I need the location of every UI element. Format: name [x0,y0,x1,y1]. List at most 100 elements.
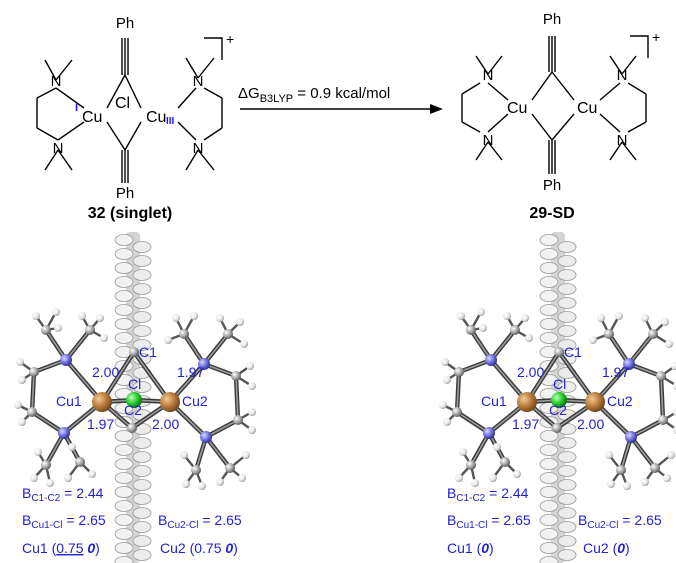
phenyl-ring-atom [132,269,152,281]
atom-a2 [27,407,37,417]
hydrogen-atom [479,324,487,332]
phenyl-ring-atom [132,283,152,295]
atom-a1 [29,367,39,377]
hydrogen-atom [441,358,449,366]
structure-29sd-labels: C1 C2 Cu1 Cu2 Cl 2.00 1.97 1.97 2.00 BC1… [447,344,662,556]
hydrogen-atom [248,382,256,390]
hydrogen-atom [18,376,26,384]
product-label: 29-SD [529,205,574,222]
hydrogen-atom [198,482,206,490]
hydrogen-atom [443,418,451,426]
hydrogen-atom [34,448,42,456]
phenyl-ring-atom [132,297,152,309]
spin-cu1-b: Cu1 (0) [447,540,494,556]
atom-cu1 [92,392,112,412]
atom-label-c1-b: C1 [564,344,582,360]
reactant-cu-left: Cu [82,109,102,126]
phenyl-ring-atom [114,276,134,288]
phenyl-ring-atom [557,479,577,491]
hydrogen-atom [18,418,26,426]
hydrogen-atom [88,470,96,478]
product-n4: N [617,132,628,149]
atom-a6 [500,457,510,467]
phenyl-ring-atom [114,500,134,512]
phenyl-ring-atom [132,381,152,393]
hydrogen-atom [641,314,649,322]
atom-n1 [60,354,72,366]
phenyl-ring-atom [132,255,152,267]
hydrogen-atom [503,312,511,320]
phenyl-ring-atom [539,276,559,288]
bond-highlight [456,371,460,413]
hydrogen-atom [471,479,479,487]
hydrogen-atom [180,451,188,459]
phenyl-ring-atom [557,339,577,351]
hydrogen-atom [673,408,676,416]
bond-highlight [608,333,630,365]
phenyl-ring-atom [557,493,577,505]
reactant-cu-right: Cu [146,109,166,126]
atom-n2 [483,427,495,439]
hydrogen-atom [623,482,631,490]
bond-highlight [31,411,65,434]
hydrogen-atom [68,443,76,451]
phenyl-ring-atom [114,290,134,302]
product-n2: N [483,132,494,149]
hydrogen-atom [242,451,250,459]
atom-a3 [41,325,51,335]
b-c1-c2-b: BC1-C2 = 2.44 [447,485,529,504]
hydrogen-atom [54,324,62,332]
hydrogen-atom [455,474,463,482]
phenyl-ring-atom [132,535,152,547]
bond-cu1-c2: 1.97 [87,416,114,432]
phenyl-ring-atom [114,458,134,470]
phenyl-ring-atom [132,311,152,323]
hydrogen-atom [16,358,24,366]
phenyl-ring-atom [132,521,152,533]
structure-29sd-3d-model [439,232,676,563]
hydrogen-atom [459,448,467,456]
hydrogen-atom [32,312,40,320]
phenyl-ring-atom [557,465,577,477]
phenyl-ring-atom [132,437,152,449]
hydrogen-atom [246,362,254,370]
hydrogen-atom [96,314,104,322]
phenyl-ring-atom [132,493,152,505]
bond-highlight [630,419,664,438]
bond-highlight [183,333,205,365]
atom-b4 [223,329,233,339]
phenyl-ring-atom [557,451,577,463]
phenyl-ring-atom [114,486,134,498]
bond-highlight [660,375,664,421]
phenyl-ring-atom [539,542,559,554]
phenyl-ring-atom [539,332,559,344]
hydrogen-atom [641,478,649,486]
bond-highlight [205,436,231,469]
product-cu-left: Cu [507,100,527,117]
bond-highlight [470,329,492,361]
hydrogen-atom [457,312,465,320]
phenyl-ring-atom [132,465,152,477]
phenyl-ring-atom [114,556,134,563]
atom-cl [551,392,567,408]
hydrogen-atom [589,336,597,344]
hydrogen-atom [46,479,54,487]
hydrogen-atom [30,474,38,482]
reactant-charge: + [226,31,234,47]
hydrogen-atom [615,312,623,320]
hydrogen-atom [489,474,497,482]
structure-32-labels: C1 C2 Cu1 Cu2 Cl 2.00 1.97 1.97 2.00 BC1… [22,344,242,556]
hydrogen-atom [14,401,22,409]
bond-highlight [628,333,654,365]
phenyl-ring-atom [539,528,559,540]
hydrogen-atom [673,426,676,434]
hydrogen-atom [443,376,451,384]
product-n3: N [617,67,628,84]
structure-32-3d-model [14,232,256,563]
phenyl-ring-atom [539,248,559,260]
atom-a5 [41,460,51,470]
atom-c2 [552,423,562,433]
phenyl-ring-atom [557,311,577,323]
bond-cu2-c1-b: 1.97 [602,364,629,380]
phenyl-ring-atom [132,451,152,463]
